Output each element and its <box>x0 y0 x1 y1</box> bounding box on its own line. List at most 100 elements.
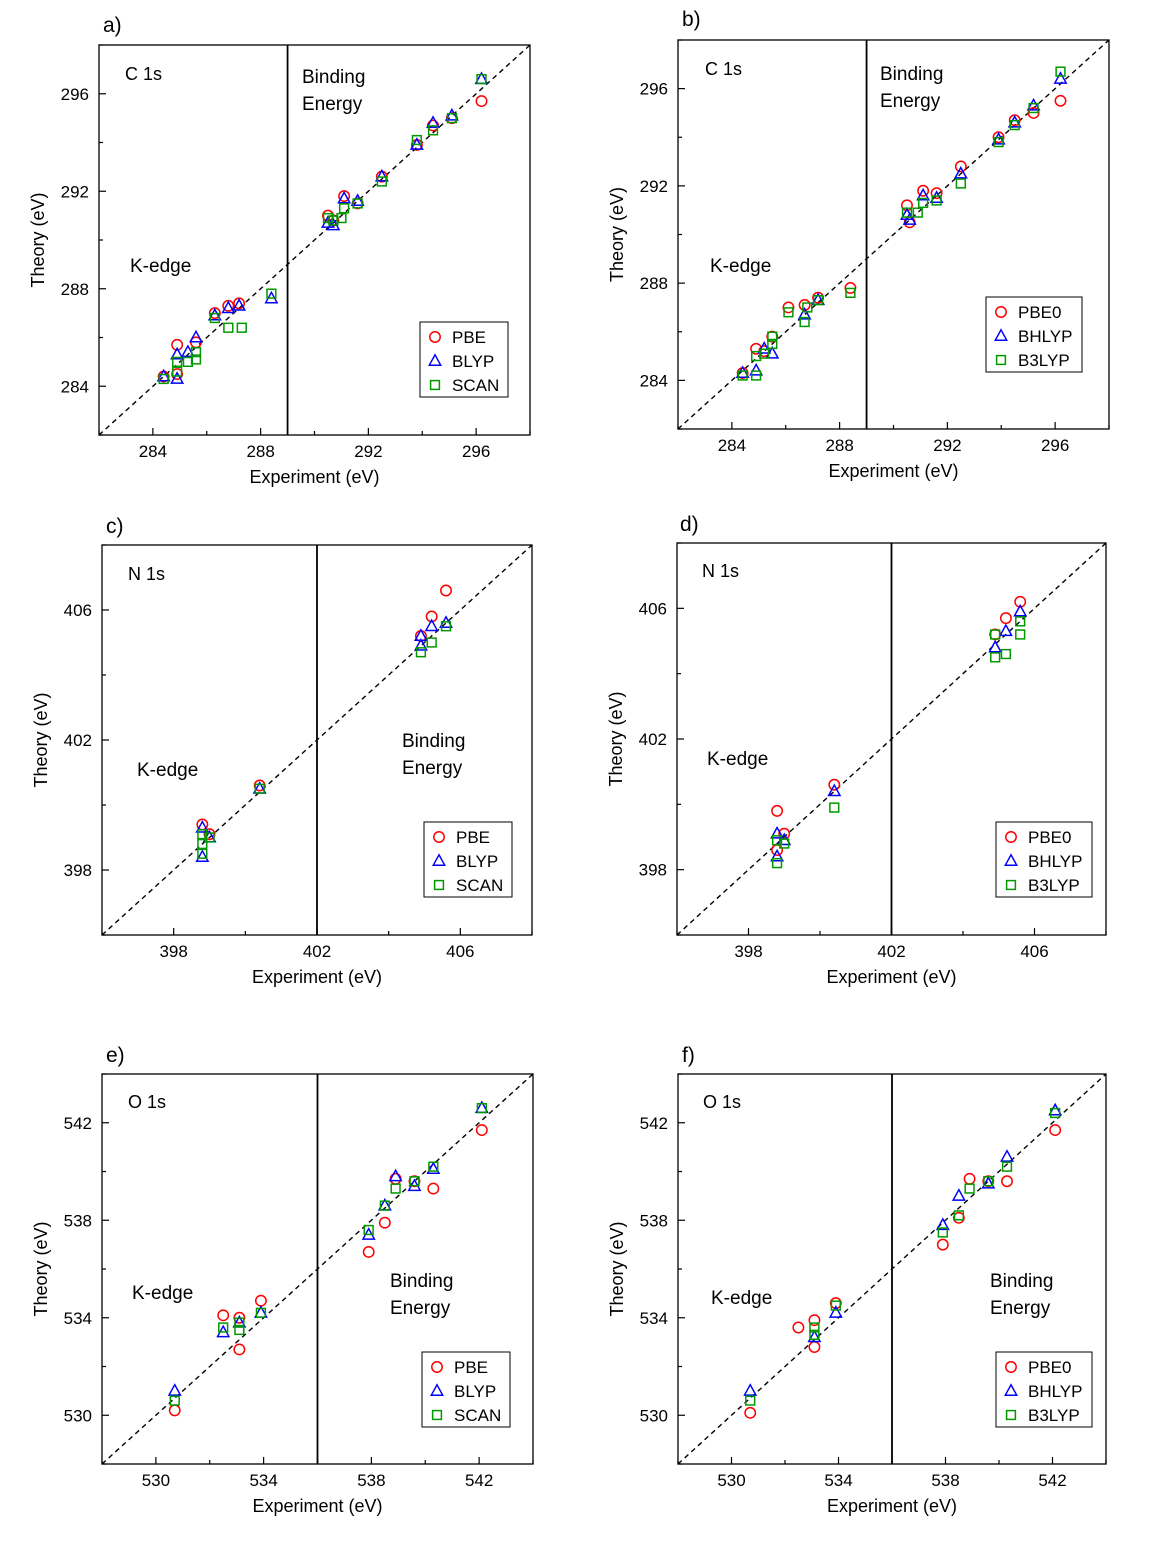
legend-marker-pbe0 <box>1005 831 1017 843</box>
data-point-bhlyp <box>1048 1102 1063 1116</box>
data-point-scan <box>197 848 208 859</box>
data-point-blyp <box>350 193 365 206</box>
data-point-bhlyp <box>827 783 842 797</box>
legend-marker-b3lyp <box>1005 879 1017 891</box>
panel-title: C 1s <box>705 59 742 79</box>
data-point-pbe0 <box>782 301 795 314</box>
x-axis-label: Experiment (eV) <box>826 967 956 987</box>
data-point-b3lyp <box>901 207 913 218</box>
data-point-blyp <box>413 637 428 651</box>
data-point-pbe0 <box>936 1238 949 1251</box>
y-tick-label: 530 <box>64 1406 92 1425</box>
data-point-pbe <box>475 95 488 108</box>
data-point-scan <box>409 1176 420 1187</box>
region-label: K-edge <box>711 1288 772 1309</box>
y-axis-label: Theory (eV) <box>31 692 51 787</box>
x-tick-label: 284 <box>718 436 746 455</box>
legend-marker-blyp <box>432 853 446 866</box>
data-point-bhlyp <box>749 362 764 376</box>
data-point-scan <box>197 838 208 850</box>
data-point-b3lyp <box>771 835 783 846</box>
y-tick-label: 288 <box>61 280 89 299</box>
data-point-bhlyp <box>828 1305 843 1318</box>
data-point-bhlyp <box>1000 1149 1014 1162</box>
data-point-pbe0 <box>829 1297 842 1310</box>
data-point-blyp <box>388 1168 403 1182</box>
data-point-pbe0 <box>1027 106 1040 119</box>
panel-label: a) <box>103 14 122 37</box>
x-tick-label: 292 <box>354 442 382 461</box>
data-point-bhlyp <box>981 1175 996 1189</box>
data-point-pbe0 <box>1014 595 1027 608</box>
x-axis-label: Experiment (eV) <box>827 1496 957 1516</box>
data-point-scan <box>158 373 169 385</box>
region-label: K-edge <box>137 760 198 781</box>
data-point-blyp <box>167 1383 182 1396</box>
x-axis-label: Experiment (eV) <box>249 467 379 487</box>
data-point-pbe0 <box>771 804 784 817</box>
x-tick-label: 406 <box>1020 942 1048 961</box>
panel-label: e) <box>106 1044 125 1067</box>
y-tick-label: 398 <box>639 861 667 880</box>
panel-label: c) <box>106 515 124 538</box>
legend-marker-pbe <box>431 1361 443 1373</box>
data-point-scan <box>171 356 183 368</box>
data-point-pbe0 <box>930 187 943 200</box>
data-point-b3lyp <box>955 178 966 189</box>
data-point-b3lyp <box>1000 648 1012 660</box>
data-point-bhlyp <box>991 131 1006 145</box>
x-tick-label: 296 <box>1041 436 1069 455</box>
data-point-scan <box>427 125 439 136</box>
data-point-blyp <box>170 371 185 384</box>
data-point-b3lyp <box>917 197 929 209</box>
data-point-scan <box>376 176 387 187</box>
data-point-b3lyp <box>983 1176 994 1187</box>
data-point-blyp <box>232 298 247 311</box>
data-point-b3lyp <box>783 307 794 318</box>
x-tick-label: 288 <box>246 442 274 461</box>
data-point-b3lyp <box>771 857 783 869</box>
data-point-scan <box>338 203 350 214</box>
data-point-blyp <box>156 368 171 382</box>
data-point-scan <box>254 783 265 794</box>
data-point-blyp <box>221 300 236 314</box>
panel-title: N 1s <box>128 564 165 584</box>
y-axis-label: Theory (eV) <box>28 192 48 287</box>
legend-marker-pbe0 <box>1005 1361 1017 1373</box>
y-tick-label: 406 <box>64 601 92 620</box>
data-point-b3lyp <box>802 302 813 313</box>
data-point-bhlyp <box>902 212 917 225</box>
data-point-pbe <box>203 828 216 841</box>
data-point-bhlyp <box>1026 97 1041 111</box>
data-point-bhlyp <box>953 165 968 179</box>
data-point-scan <box>266 288 277 299</box>
data-point-scan <box>415 647 427 658</box>
data-point-b3lyp <box>1055 66 1066 77</box>
parity-line <box>678 40 1109 429</box>
data-point-bhlyp <box>916 187 931 201</box>
data-point-pbe <box>233 1343 246 1356</box>
y-tick-label: 402 <box>64 731 92 750</box>
data-point-bhlyp <box>988 639 1003 653</box>
data-point-b3lyp <box>745 1395 756 1406</box>
data-point-scan <box>190 346 202 358</box>
data-point-scan <box>476 1102 487 1114</box>
data-point-pbe0 <box>1054 94 1067 107</box>
data-point-blyp <box>180 344 195 358</box>
x-tick-label: 530 <box>717 1471 745 1490</box>
legend-marker-pbe <box>433 831 445 843</box>
data-point-scan <box>390 1183 401 1194</box>
legend-label: B3LYP <box>1018 351 1070 370</box>
data-point-scan <box>352 198 363 209</box>
x-tick-label: 402 <box>877 942 905 961</box>
panel-title: N 1s <box>702 561 739 581</box>
data-point-scan <box>197 829 208 840</box>
data-point-scan <box>204 832 215 843</box>
